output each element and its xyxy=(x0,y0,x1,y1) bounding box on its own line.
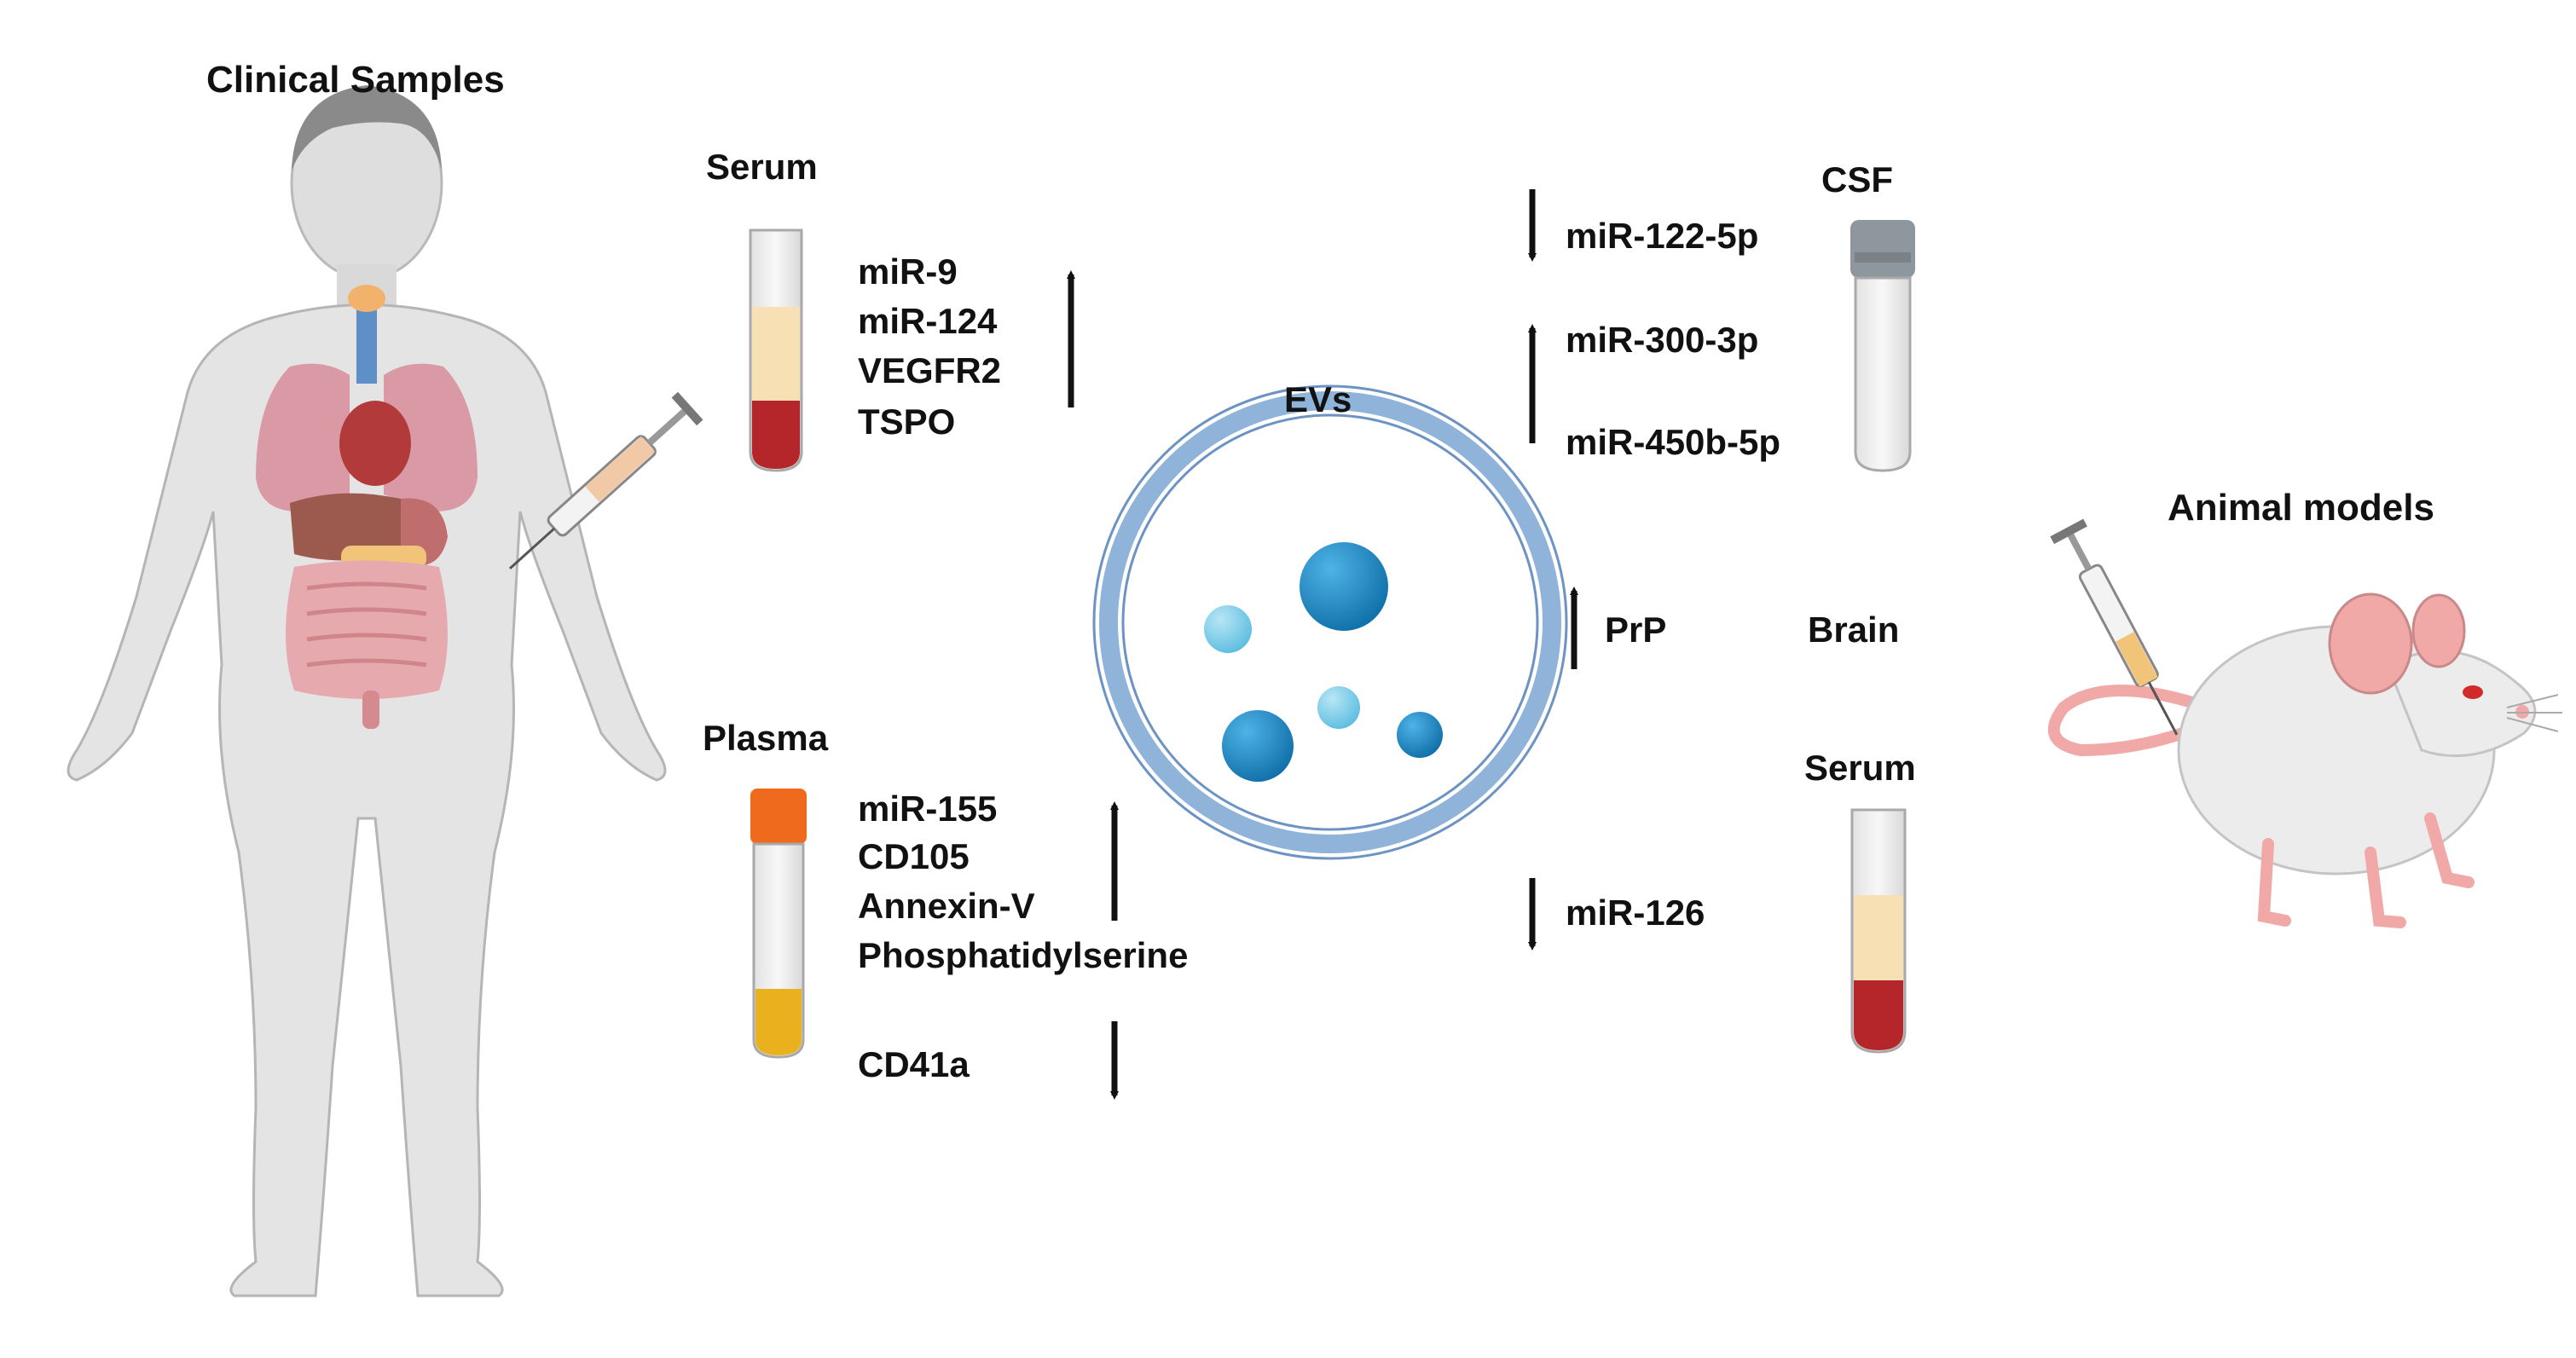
brain-item: PrP xyxy=(1605,610,1667,650)
csf-label: CSF xyxy=(1821,159,1893,199)
clinical-serum-item: VEGFR2 xyxy=(858,350,1002,390)
ev-cargo xyxy=(1222,710,1294,782)
syringe-icon xyxy=(508,391,703,569)
ev-cargo xyxy=(1300,542,1388,631)
mouse-icon xyxy=(2047,592,2562,928)
ev-cargo xyxy=(1317,686,1360,729)
ev-label: EVs xyxy=(1284,379,1352,419)
syringe-icon xyxy=(2050,518,2179,736)
test-tube-icon xyxy=(1850,220,1915,472)
clinical-plasma-item: CD105 xyxy=(858,836,970,876)
csf-item: miR-450b-5p xyxy=(1566,422,1781,462)
clinical-serum-label: Serum xyxy=(706,147,818,187)
clinical-title: Clinical Samples xyxy=(206,59,505,101)
clinical-serum-item: miR-124 xyxy=(858,301,998,341)
clinical-serum-item: miR-9 xyxy=(858,251,958,292)
csf-item: miR-300-3p xyxy=(1566,320,1759,360)
human-body-icon xyxy=(67,85,667,1297)
csf-item: miR-122-5p xyxy=(1566,216,1759,256)
clinical-plasma-item: CD41a xyxy=(858,1044,970,1084)
clinical-plasma-item: miR-155 xyxy=(858,789,998,829)
animal-serum-item: miR-126 xyxy=(1566,893,1705,933)
brain-label: Brain xyxy=(1808,610,1900,650)
clinical-plasma-label: Plasma xyxy=(703,718,829,758)
test-tube-icon xyxy=(749,228,803,472)
clinical-plasma-item: Phosphatidylserine xyxy=(858,935,1189,975)
clinical-serum-item: TSPO xyxy=(858,402,956,442)
clinical-plasma-item: Annexin-V xyxy=(858,886,1035,926)
ev-cargo xyxy=(1204,605,1252,653)
ev-vesicle xyxy=(1092,384,1568,860)
animal-title: Animal models xyxy=(2168,487,2434,529)
animal-serum-label: Serum xyxy=(1804,748,1916,788)
test-tube-icon xyxy=(750,789,807,1059)
ev-cargo xyxy=(1397,712,1443,758)
test-tube-icon xyxy=(1850,808,1907,1054)
